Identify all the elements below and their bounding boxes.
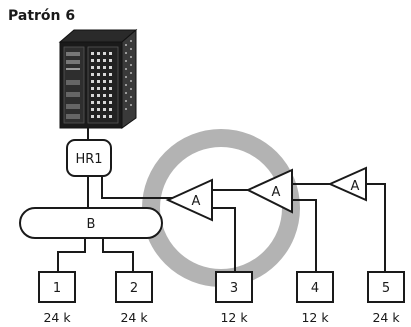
branch-b-label: B: [87, 217, 96, 232]
amp-2: [245, 168, 293, 214]
amp-1-label: A: [192, 194, 201, 209]
unit-2-id: 2: [130, 281, 138, 296]
pipe-b-to-unit1: [57, 238, 86, 272]
unit-4-id: 4: [311, 281, 319, 296]
unit-5-capacity: 24 k: [372, 310, 400, 325]
pipe-amp2-to-unit4: [284, 199, 317, 272]
pipe-amp1-to-unit3: [206, 207, 236, 272]
page-title: Patrón 6: [8, 8, 75, 24]
unit-2: 2 24 k: [115, 271, 153, 325]
unit-5-id: 5: [382, 281, 390, 296]
server-tower-icon: [58, 28, 138, 129]
pipe-b-to-unit2: [102, 238, 134, 272]
unit-4: 4 12 k: [296, 271, 334, 325]
unit-1-capacity: 24 k: [43, 310, 71, 325]
unit-4-capacity: 12 k: [301, 310, 329, 325]
unit-3: 3 12 k: [215, 271, 253, 325]
unit-3-capacity: 12 k: [220, 310, 248, 325]
hr1-label: HR1: [75, 152, 102, 167]
unit-1-id: 1: [53, 281, 61, 296]
hr1-box: [66, 139, 112, 177]
amp-1: [165, 178, 213, 222]
amp-2-label: A: [272, 185, 281, 200]
unit-2-capacity: 24 k: [120, 310, 148, 325]
pipe-hr-to-amp1: [101, 176, 178, 199]
amp-3: [327, 166, 367, 202]
unit-5: 5 24 k: [367, 271, 405, 325]
amp-3-label: A: [351, 179, 360, 194]
branch-b: [19, 207, 163, 239]
pipe-amp3-to-unit5: [364, 183, 386, 272]
unit-1: 1 24 k: [38, 271, 76, 325]
unit-3-id: 3: [230, 281, 238, 296]
